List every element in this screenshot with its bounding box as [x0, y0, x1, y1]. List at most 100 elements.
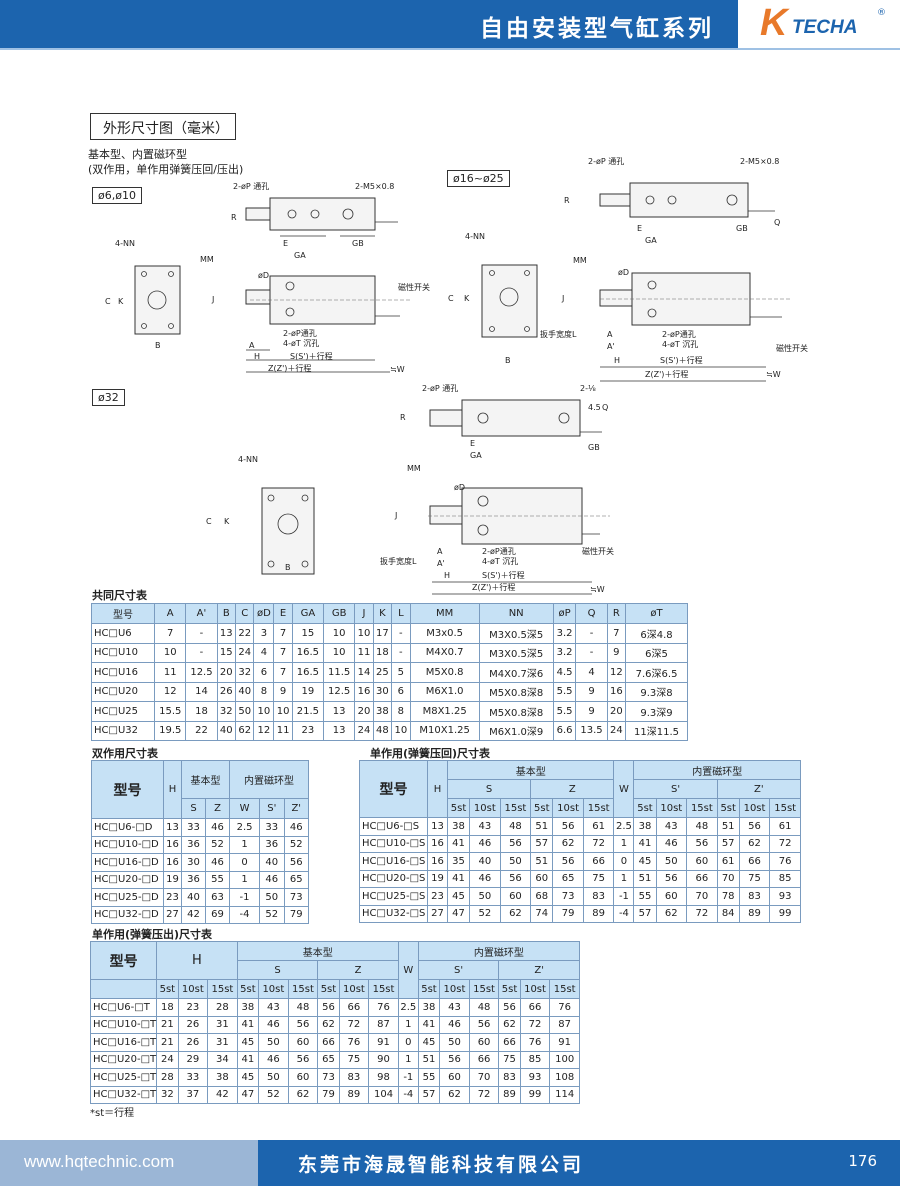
port-circle	[310, 209, 320, 219]
value-cell: 75	[338, 1050, 370, 1069]
value-cell: 66	[498, 1033, 521, 1052]
label-p-hole: 2-øP 通孔	[588, 156, 624, 166]
col-z: Z	[317, 960, 399, 980]
value-cell: 56	[686, 834, 718, 853]
label-gb: GB	[736, 224, 748, 233]
label-switch: 磁性开关	[582, 546, 614, 556]
value-cell: -	[185, 642, 218, 663]
value-cell: 43	[469, 817, 501, 836]
value-cell: 62	[235, 720, 255, 741]
value-cell: 10	[273, 701, 293, 722]
value-cell: 60	[530, 869, 554, 888]
column-header: Q	[575, 603, 608, 624]
value-cell: M5X0.8深8	[478, 681, 554, 702]
port-circle	[285, 281, 295, 291]
label-t-hole: 4-øT 沉孔	[662, 340, 698, 349]
column-header: K	[372, 603, 393, 624]
value-cell: 56	[738, 817, 771, 836]
value-cell: 93	[769, 887, 801, 906]
value-cell: 87	[368, 1015, 399, 1034]
value-cell: 0	[228, 853, 261, 872]
value-cell: 79	[552, 904, 584, 923]
value-cell: 99	[769, 904, 801, 923]
value-cell: 62	[655, 904, 688, 923]
value-cell: 19.5	[154, 720, 187, 741]
value-cell: 48	[372, 720, 393, 741]
nn-hole	[141, 323, 147, 329]
company-name: 东莞市海晟智能科技有限公司	[298, 1154, 585, 1176]
value-cell: 16	[427, 852, 448, 871]
cylinder-end-view	[261, 487, 315, 575]
value-cell: 5.5	[552, 681, 577, 702]
label-gb: GB	[352, 239, 364, 248]
value-cell: 1	[613, 834, 635, 853]
value-cell: 7	[273, 623, 293, 644]
label-ga: GA	[294, 251, 306, 260]
logo-text: TECHA	[792, 17, 858, 38]
value-cell: 40	[235, 681, 255, 702]
value-cell: 10	[354, 623, 374, 644]
value-cell: 72	[338, 1015, 370, 1034]
nn-hole	[168, 271, 174, 277]
label-wrench: 扳手宽度L	[540, 329, 577, 339]
value-cell: 17	[372, 623, 393, 644]
label-b: B	[505, 356, 511, 365]
label-c: C	[206, 517, 212, 526]
stroke-header: 15st	[287, 979, 319, 999]
value-cell: 52	[258, 1085, 289, 1104]
value-cell: 50	[258, 1033, 289, 1052]
model-cell: HC□U6-□D	[91, 818, 164, 837]
website-link[interactable]: www.hqtechnic.com	[24, 1152, 175, 1171]
nn-hole	[267, 560, 275, 568]
stroke-header: 15st	[549, 979, 580, 999]
value-cell: 25	[372, 662, 393, 683]
value-cell: 72	[582, 834, 615, 853]
value-cell: 3	[253, 623, 275, 644]
stroke-header: 5st	[716, 798, 740, 818]
label-z-stroke: Z(Z')＋行程	[645, 369, 688, 379]
rod-end-top	[429, 409, 463, 427]
label-h: H	[614, 356, 620, 365]
stroke-header: 5st	[498, 979, 521, 999]
value-cell: 65	[552, 869, 584, 888]
rod-end-top	[599, 193, 631, 207]
col-z-prime: Z'	[716, 779, 802, 799]
col-w: W	[613, 760, 635, 818]
section-subtitle-actions: (双作用，单作用弹簧压回/压出)	[88, 163, 244, 176]
value-cell: 73	[283, 888, 310, 907]
cylinder-end-view	[134, 265, 181, 335]
value-cell: 38	[372, 701, 393, 722]
value-cell: 45	[633, 852, 657, 871]
label-a: A	[437, 547, 443, 556]
value-cell: 51	[417, 1050, 441, 1069]
value-cell: M10X1.25	[409, 720, 480, 741]
stroke-header: 5st	[417, 979, 441, 999]
value-cell: 10	[253, 701, 275, 722]
value-cell: 40	[259, 853, 285, 872]
value-cell: 9	[575, 701, 608, 722]
value-cell: 84	[716, 904, 740, 923]
value-cell: 32	[216, 701, 237, 722]
page-title: 自由安装型气缸系列	[480, 16, 714, 42]
value-cell: 26	[177, 1015, 209, 1034]
col-s-prime: S'	[633, 779, 718, 799]
value-cell: 7	[606, 623, 627, 644]
port-circle	[667, 195, 677, 205]
value-cell: 33	[177, 1068, 209, 1087]
label-p-hole-2: 2-øP通孔	[283, 328, 317, 338]
column-header: L	[391, 603, 411, 624]
value-cell: 56	[439, 1050, 470, 1069]
value-cell: 1	[228, 870, 261, 889]
value-cell: 9	[273, 681, 293, 702]
value-cell: 56	[552, 852, 584, 871]
value-cell: M4X0.7	[409, 642, 480, 663]
value-cell: 48	[686, 817, 718, 836]
value-cell: 73	[317, 1068, 340, 1087]
col-model: 型号	[89, 941, 158, 980]
value-cell: 12	[154, 681, 187, 702]
value-cell: 6.6	[552, 720, 577, 741]
